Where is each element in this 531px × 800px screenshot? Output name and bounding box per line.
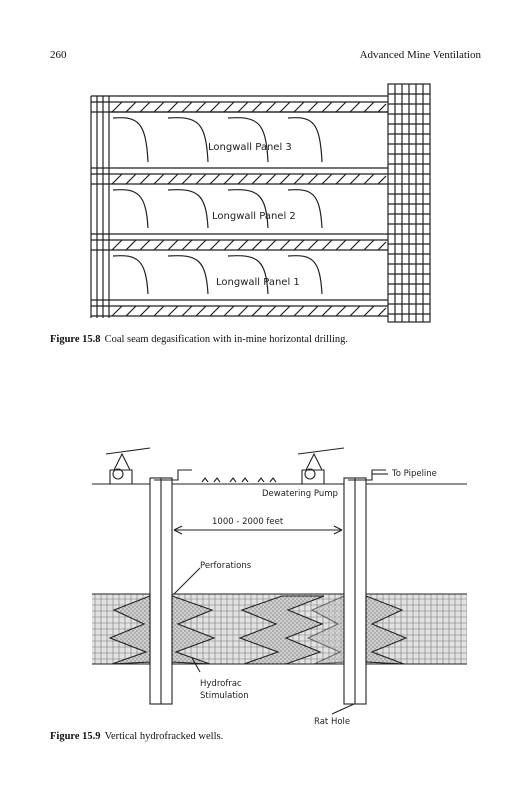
panel-3-label: Longwall Panel 3 <box>208 142 292 153</box>
figure-longwall-degasification: Longwall Panel 3 Longwall Panel 2 Longwa… <box>88 82 433 327</box>
longwall-diagram: Longwall Panel 3 Longwall Panel 2 Longwa… <box>90 83 431 323</box>
caption-number: Figure 15.8 <box>50 334 101 345</box>
figure-hydrofracked-wells: To Pipeline Dewatering Pump 1000 - 2000 … <box>92 434 472 734</box>
running-head: 260 Advanced Mine Ventilation <box>50 49 481 65</box>
caption-text: Vertical hydrofracked wells. <box>104 731 224 742</box>
distance-label: 1000 - 2000 feet <box>212 517 284 527</box>
book-title: Advanced Mine Ventilation <box>359 49 481 61</box>
wells-diagram: To Pipeline Dewatering Pump 1000 - 2000 … <box>92 447 467 727</box>
caption-number: Figure 15.9 <box>50 731 101 742</box>
panel-2-label: Longwall Panel 2 <box>212 211 296 222</box>
stimulation-label: Stimulation <box>200 691 249 701</box>
dewatering-pump-label: Dewatering Pump <box>262 489 338 499</box>
page-number: 260 <box>50 49 67 61</box>
panel-1-label: Longwall Panel 1 <box>216 277 300 288</box>
caption-text: Coal seam degasification with in-mine ho… <box>104 334 349 345</box>
to-pipeline-label: To Pipeline <box>391 469 437 479</box>
perforations-label: Perforations <box>200 561 252 571</box>
rat-hole-label: Rat Hole <box>314 717 350 727</box>
hydrofrac-label: Hydrofrac <box>200 679 242 689</box>
